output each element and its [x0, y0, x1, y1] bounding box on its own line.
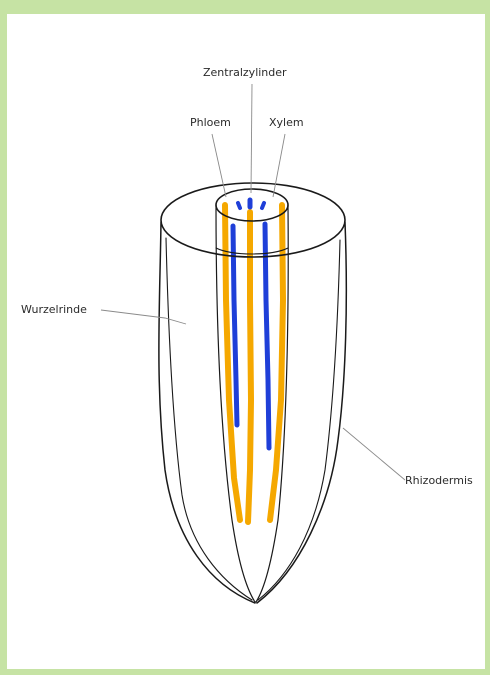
label-cortex: Wurzelrinde [21, 303, 87, 316]
leader-rhizodermis [343, 428, 405, 480]
label-xylem: Xylem [269, 116, 304, 129]
leader-xylem [273, 134, 285, 197]
leader-phloem [212, 134, 226, 197]
xylem-top-right [262, 203, 264, 208]
xylem-top-left [238, 203, 240, 208]
xylem-strand-right [265, 224, 269, 448]
label-phloem: Phloem [190, 116, 231, 129]
leader-central-cylinder [251, 84, 252, 193]
label-central-cylinder: Zentralzylinder [203, 66, 287, 79]
phloem-strand-center [248, 212, 251, 522]
leader-cortex [101, 310, 186, 324]
label-rhizodermis: Rhizodermis [405, 474, 473, 487]
